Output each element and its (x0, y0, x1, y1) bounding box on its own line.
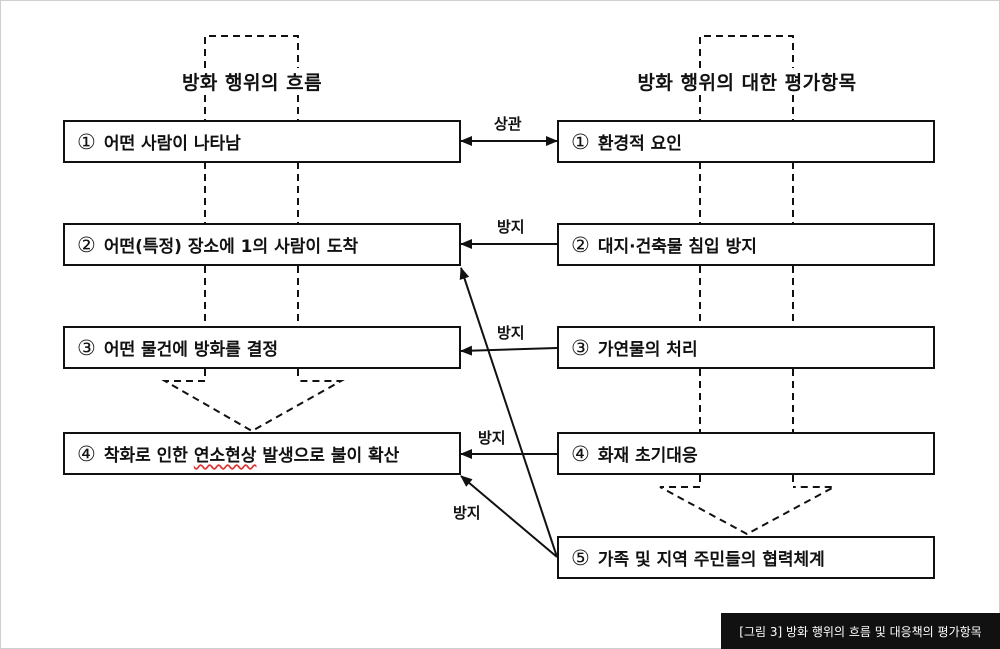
prevent-label-2: 방지 (497, 218, 525, 236)
figure-caption: [그림 3] 방화 행위의 흐름 및 대응책의 평가항목 (721, 613, 1000, 649)
step-text: 착화로 인한 연소현상 발생으로 불이 확산 (104, 441, 400, 466)
step-text-pre: 착화로 인한 (103, 446, 194, 466)
step-number: ① (77, 129, 96, 154)
item-text: 가족 및 지역 주민들의 협력체계 (597, 550, 825, 570)
evaluation-item-4-box: ④ 화재 초기대응 (557, 432, 935, 475)
item-text: 가연물의 처리 (597, 340, 698, 360)
prevent-arrow-5-to-2 (459, 267, 558, 558)
item-number: ② (571, 232, 590, 257)
item-text: 환경적 요인 (597, 134, 682, 154)
step-text: 어떤 물건에 방화를 결정 (103, 340, 278, 360)
step-number: ② (77, 232, 96, 257)
flow-step-4-box: ④ 착화로 인한 연소현상 발생으로 불이 확산 (63, 432, 461, 475)
evaluation-item-1-box: ① 환경적 요인 (557, 120, 935, 163)
item-text: 화재 초기대응 (597, 446, 698, 466)
connector-arrows (459, 136, 558, 558)
step-number: ③ (77, 335, 96, 360)
step-number: ④ (77, 441, 96, 466)
step-text-post: 발생으로 불이 확산 (256, 446, 400, 466)
flow-step-1-box: ① 어떤 사람이 나타남 (63, 120, 461, 163)
evaluation-item-5-box: ⑤ 가족 및 지역 주민들의 협력체계 (557, 536, 935, 579)
left-flow-dashed-arrow (161, 35, 345, 433)
step-text: 어떤 사람이 나타남 (103, 134, 241, 154)
item-number: ④ (571, 441, 590, 466)
prevent-arrow-3 (460, 345, 558, 356)
prevent-label-5: 방지 (453, 504, 481, 522)
correlation-label: 상관 (494, 115, 522, 133)
item-number: ③ (571, 335, 590, 360)
prevent-label-4: 방지 (478, 429, 506, 447)
step-text: 어떤(특정) 장소에 1의 사람이 도착 (103, 237, 359, 257)
evaluation-item-2-box: ② 대지·건축물 침입 방지 (557, 223, 935, 266)
flow-step-3-box: ③ 어떤 물건에 방화를 결정 (63, 326, 461, 369)
item-number: ① (571, 129, 590, 154)
flow-step-2-box: ② 어떤(특정) 장소에 1의 사람이 도착 (63, 223, 461, 266)
item-text: 대지·건축물 침입 방지 (597, 237, 757, 257)
prevent-arrow-5-to-4 (460, 475, 558, 558)
prevent-label-3: 방지 (497, 324, 525, 342)
right-evaluation-heading: 방화 행위의 대한 평가항목 (637, 72, 857, 94)
step-text-underlined: 연소현상 (193, 446, 257, 466)
left-flow-heading: 방화 행위의 흐름 (181, 72, 323, 94)
item-number: ⑤ (571, 545, 590, 570)
evaluation-item-3-box: ③ 가연물의 처리 (557, 326, 935, 369)
right-flow-dashed-arrow (659, 35, 835, 536)
